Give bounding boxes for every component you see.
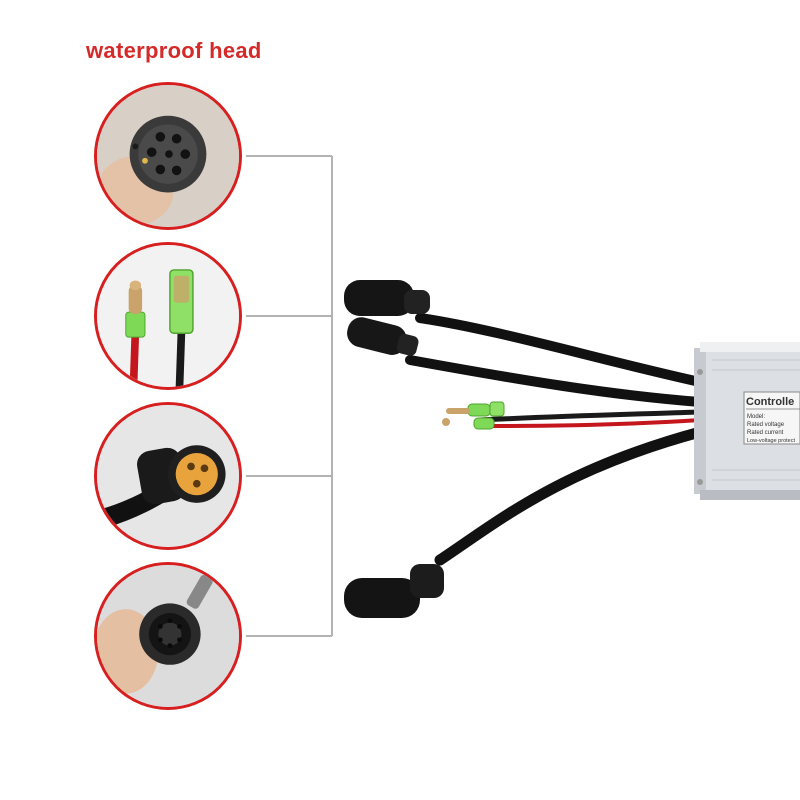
cable-second [405,355,705,407]
label-line-model: Model: [747,414,765,420]
bullet-connector-icon [97,245,239,387]
detail-three-pin-head [94,402,242,550]
connector-head-second [347,317,419,356]
wire-black [477,409,703,423]
connector-8pin-icon [97,85,239,227]
cable-top [415,313,705,387]
leader-lines [246,155,333,637]
caption-waterproof-head: waterproof head [86,38,262,63]
cable-bottom [434,426,706,566]
detail-bullet-terminals [94,242,242,390]
label-line-voltage: Rated voltage [747,422,785,428]
controller-title: Controlle [746,396,794,408]
connector-round-icon [97,565,239,707]
connector-head-top [344,280,430,316]
label-line-current: Rated current [747,430,784,436]
bullet-connectors [442,401,505,430]
label-line-protect: Low-voltage protect [747,438,795,444]
detail-multi-pin-head [94,82,242,230]
wire-red [488,418,702,428]
detail-round-head [94,562,242,710]
connector-head-bottom [344,564,444,618]
cables [405,313,706,566]
connector-3pin-icon [97,405,239,547]
controller-label-plate: Controlle Model: Rated voltage Rated cur… [743,391,800,445]
